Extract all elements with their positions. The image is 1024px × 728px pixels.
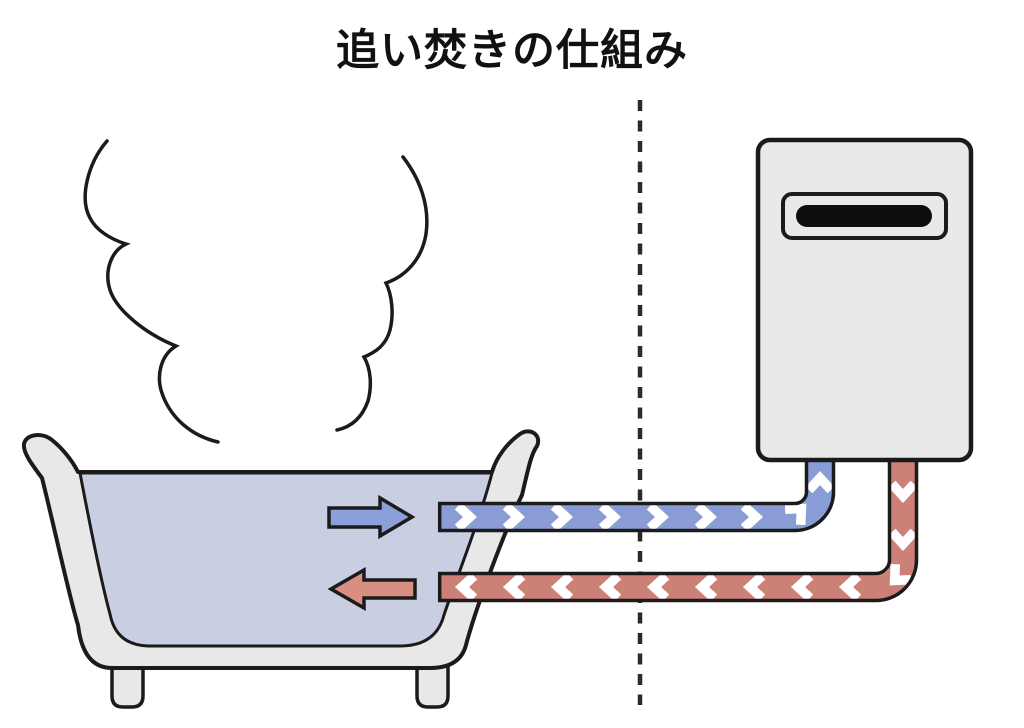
bathtub-leg-right (415, 660, 450, 709)
steam-icon (83, 139, 429, 444)
steam-line-left (83, 139, 220, 444)
bathtub-leg-left (110, 660, 145, 709)
bathtub-legs (110, 660, 450, 709)
cold-water-arrow-icon (327, 494, 416, 540)
heater-vent-slot (796, 205, 932, 227)
water-heater-icon (755, 137, 974, 463)
steam-line-right (335, 155, 429, 432)
diagram-title: 追い焚きの仕組み (336, 27, 688, 75)
hot-water-pipe-icon (437, 457, 919, 603)
cold-water-pipe-icon (437, 457, 836, 533)
hot-water-arrow-icon (327, 566, 417, 612)
bath-water (78, 471, 494, 648)
